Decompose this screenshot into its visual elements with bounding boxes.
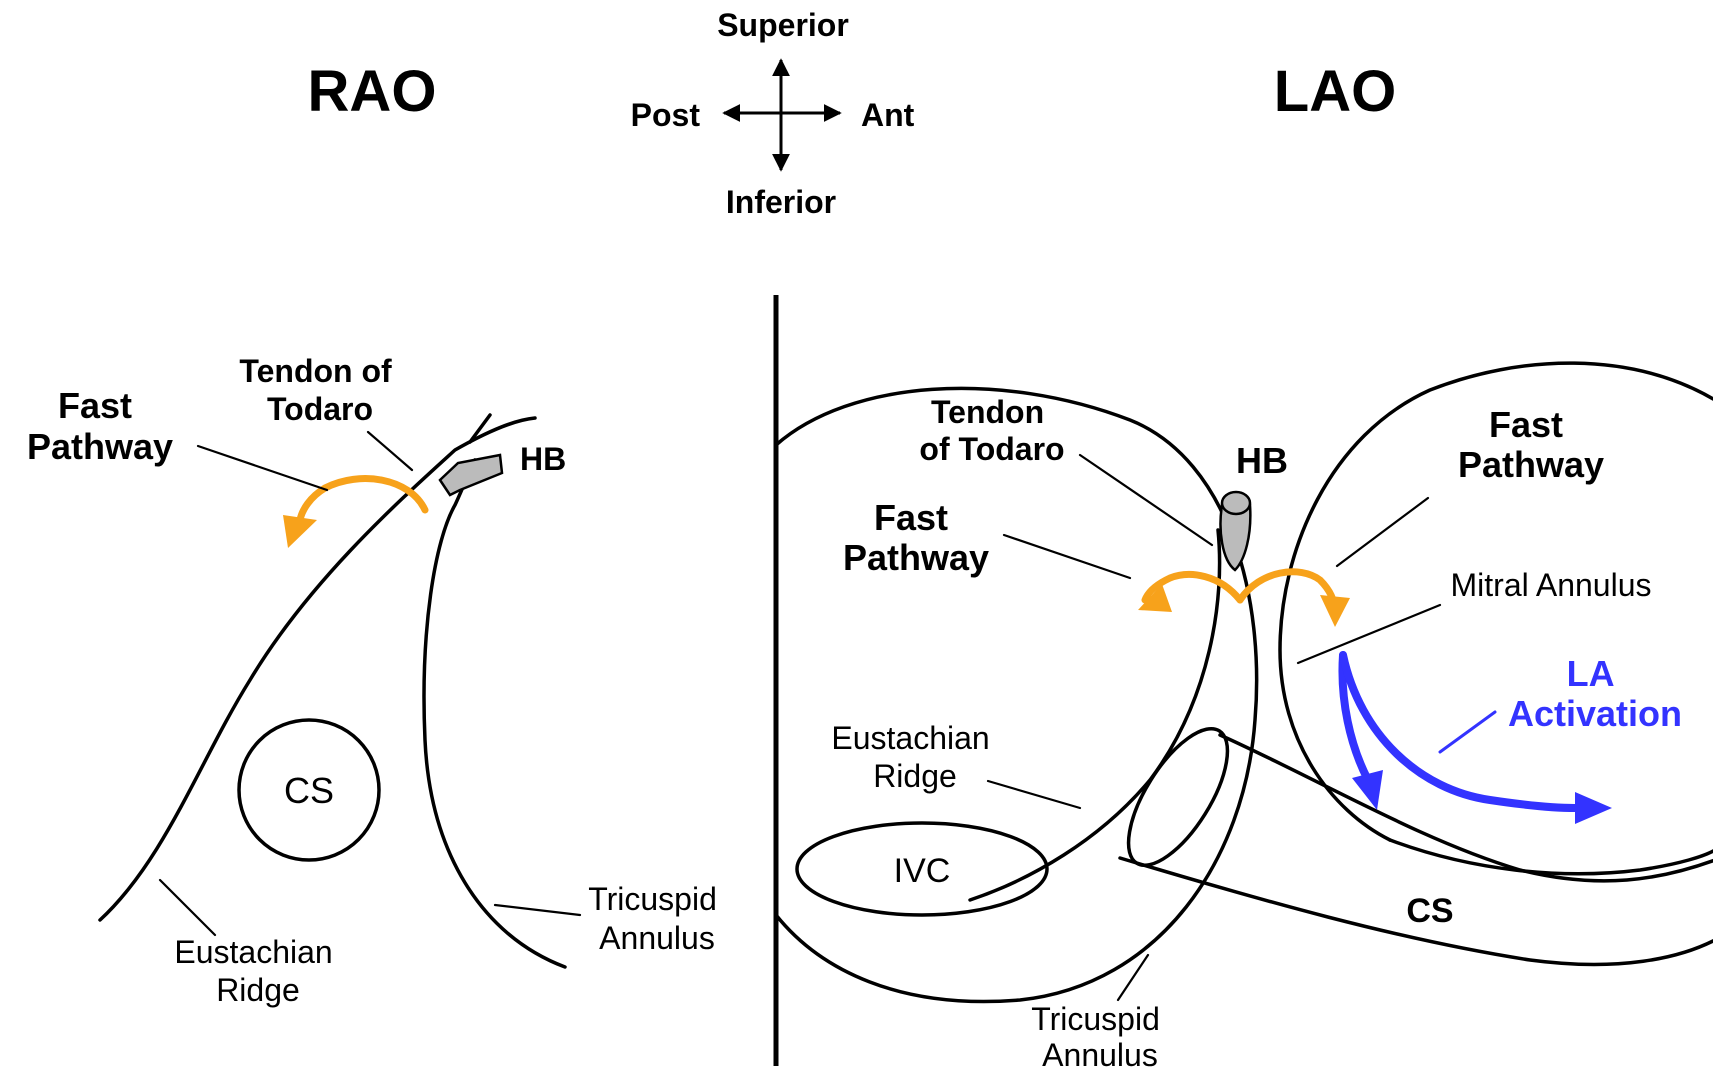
lao-tricuspid-annulus-circle [776, 388, 1257, 1001]
lao-la-activation-label: LA Activation [1508, 653, 1682, 734]
compass-post-label: Post [631, 97, 701, 133]
lao-cs-label: CS [1406, 892, 1453, 930]
lao-tricuspid-annulus-label: Tricuspid Annulus [1031, 1001, 1169, 1068]
rao-view: CS Fast Pathway Tendon of Todaro HB Eust… [27, 353, 726, 1008]
lao-view: IVC Tendon of Todaro HB Fast Pathway Fas… [776, 363, 1713, 1068]
lao-fast-pathway-left-leader [1004, 535, 1130, 578]
rao-fast-pathway-label: Fast Pathway [27, 385, 173, 467]
lao-eustachian-leader [988, 781, 1080, 808]
rao-eustachian-leader [160, 880, 215, 935]
lao-hb-label: HB [1236, 440, 1288, 481]
lao-mitral-annulus-label: Mitral Annulus [1451, 567, 1652, 603]
rao-tendon-leader [368, 432, 412, 470]
rao-cs-label: CS [284, 770, 334, 811]
lao-eustachian-ridge-label: Eustachian Ridge [831, 720, 998, 794]
rao-tricuspid-annulus-label: Tricuspid Annulus [588, 881, 726, 956]
lao-fast-pathway-right-leader [1337, 498, 1428, 566]
compass-inferior-label: Inferior [726, 184, 836, 220]
compass-ant-label: Ant [861, 97, 915, 133]
lao-la-activation-arrowhead-down [1352, 770, 1383, 810]
lao-fast-pathway-left-label: Fast Pathway [843, 497, 989, 578]
rao-tricuspid-annulus-line [424, 460, 565, 967]
rao-fast-pathway-leader [198, 446, 327, 490]
lao-his-bundle-top [1222, 492, 1250, 514]
lao-tendon-of-todaro-label: Tendon of Todaro [919, 394, 1064, 467]
lao-la-activation-arrowhead-right [1575, 792, 1612, 824]
rao-tendon-of-todaro-label: Tendon of Todaro [239, 353, 400, 427]
rao-eustachian-ridge-label: Eustachian Ridge [174, 934, 341, 1008]
lao-coronary-sinus-upper-wall [1220, 735, 1713, 881]
rao-hb-label: HB [520, 441, 566, 477]
lao-ivc-label: IVC [894, 852, 951, 890]
lao-fast-pathway-arrowhead-right [1320, 595, 1350, 627]
lao-title: LAO [1274, 59, 1396, 124]
lao-coronary-sinus-middle-wall [1390, 840, 1713, 874]
lao-mitral-annulus-leader [1298, 605, 1440, 663]
lao-tricuspid-leader [1118, 955, 1148, 1000]
lao-fast-pathway-right-label: Fast Pathway [1458, 404, 1604, 485]
orientation-compass: Superior Inferior Post Ant [631, 7, 915, 220]
rao-fast-pathway-arrow [300, 479, 425, 520]
rao-title: RAO [308, 59, 437, 124]
rao-tricuspid-leader [495, 905, 580, 915]
rao-fast-pathway-arrowhead [283, 515, 317, 548]
lao-la-activation-leader [1440, 712, 1495, 752]
rao-his-bundle [440, 455, 502, 495]
compass-superior-label: Superior [717, 7, 849, 43]
